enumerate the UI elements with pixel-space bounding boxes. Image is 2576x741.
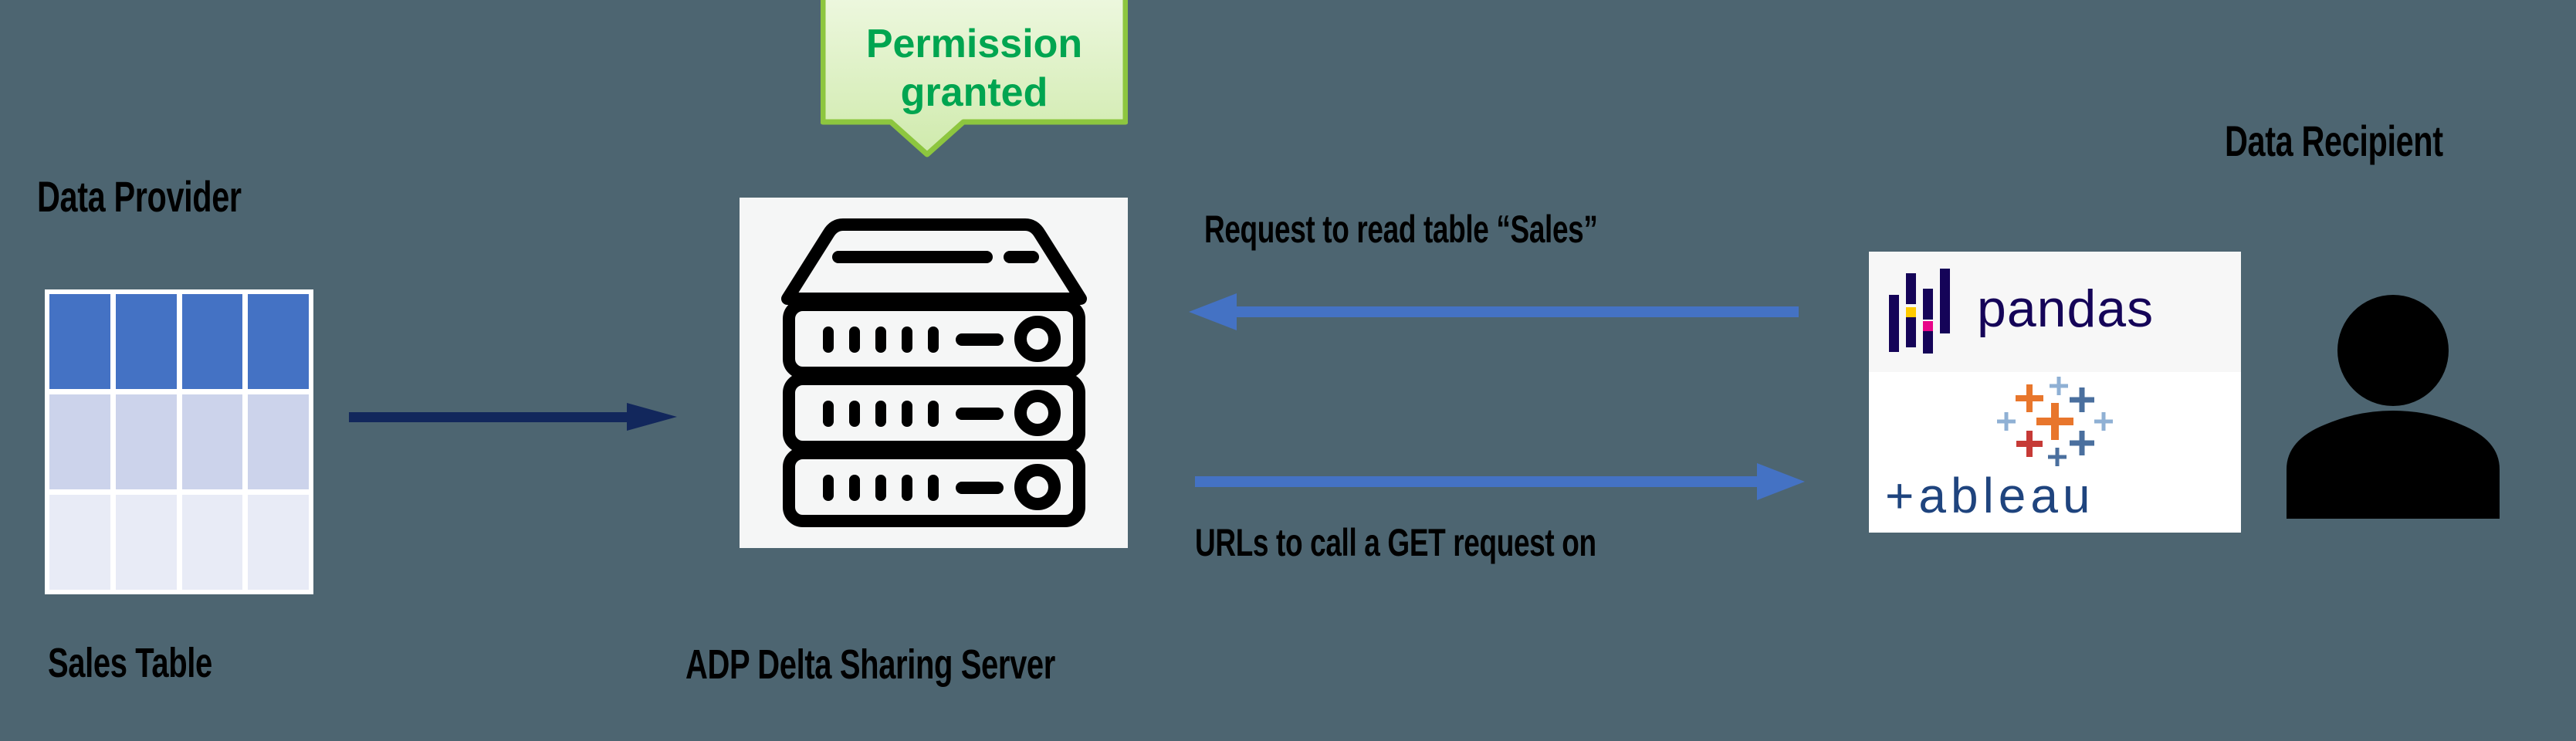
table-row: [49, 394, 309, 489]
data-recipient-title: Data Recipient: [2225, 116, 2520, 166]
data-provider-title: Data Provider: [37, 171, 313, 222]
table-cell: [115, 495, 177, 590]
table-cell: [115, 294, 177, 389]
urls-label-text: URLs to call a GET request on: [1195, 521, 1596, 564]
table-cell: [181, 294, 243, 389]
read-request-label: Request to read table “Sales”: [1204, 207, 1736, 252]
user-silhouette-icon: [2287, 295, 2500, 519]
sales-table-caption: Sales Table: [48, 639, 270, 687]
table-cell: [49, 394, 110, 489]
svg-text:pandas: pandas: [1977, 279, 2154, 338]
tableau-wordmark: +ableau: [1885, 468, 2095, 523]
table-cell: [181, 394, 243, 489]
sales-table: [45, 289, 313, 594]
pandas-wordmark: pandas: [1977, 279, 2154, 338]
table-cell: [49, 495, 110, 590]
tableau-logo-row: +ableau: [1869, 372, 2241, 533]
server-title: ADP Delta Sharing Server: [685, 641, 1185, 689]
svg-text:+ableau: +ableau: [1885, 468, 2095, 523]
callout-text: Permission granted: [821, 20, 1128, 118]
read-request-arrow: [1189, 293, 1799, 330]
table-cell: [248, 294, 309, 389]
table-row: [49, 495, 309, 590]
server-rack-icon: [780, 218, 1087, 527]
urls-label: URLs to call a GET request on: [1195, 520, 1737, 565]
callout-line-1: Permission: [865, 22, 1083, 66]
server-title-text: ADP Delta Sharing Server: [685, 641, 1055, 688]
pandas-logo-row: pandas: [1869, 252, 2241, 372]
table-cell: [49, 294, 110, 389]
recipient-tools-panel: pandas: [1869, 252, 2241, 533]
urls-arrow: [1195, 463, 1805, 500]
callout-shape: [821, 0, 1128, 157]
table-cell: [181, 495, 243, 590]
table-cell: [248, 394, 309, 489]
permission-granted-callout: Permission granted: [821, 0, 1128, 171]
tableau-logo-icon: [1997, 377, 2113, 466]
provider-to-server-arrow: [349, 403, 677, 431]
read-request-label-text: Request to read table “Sales”: [1204, 208, 1598, 251]
data-recipient-title-text: Data Recipient: [2225, 117, 2443, 165]
server-panel: [740, 198, 1128, 548]
data-provider-title-text: Data Provider: [37, 172, 242, 221]
table-row: [49, 294, 309, 389]
sales-table-caption-text: Sales Table: [48, 640, 212, 686]
table-cell: [248, 495, 309, 590]
pandas-logo-icon: [1889, 269, 1950, 354]
table-cell: [115, 394, 177, 489]
callout-line-2: granted: [900, 70, 1048, 116]
